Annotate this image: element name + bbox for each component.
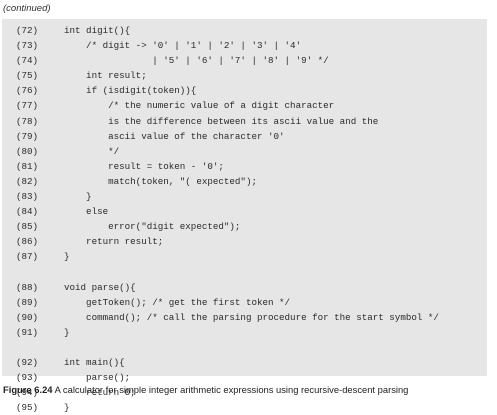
code-line: [16, 265, 439, 280]
code-text: /* the numeric value of a digit characte…: [64, 100, 335, 112]
code-line: (93) parse();: [16, 370, 439, 385]
line-number: (72): [16, 25, 39, 36]
code-text: getToken(); /* get the first token */: [64, 296, 291, 308]
figure-label: Figure 6.24: [3, 384, 53, 395]
code-text: }: [64, 326, 70, 338]
line-number: (95): [16, 402, 39, 414]
line-number: (75): [16, 70, 39, 82]
code-text: }: [64, 191, 92, 203]
code-line: (80) */: [16, 144, 439, 159]
line-number: (88): [16, 281, 39, 293]
code-text: int result;: [64, 70, 147, 82]
code-line: (72) int digit(){: [16, 23, 439, 38]
continued-label: (continued): [3, 3, 51, 14]
line-number: (84): [16, 206, 39, 218]
code-line: (84) else: [16, 204, 439, 219]
code-text: is the difference between its ascii valu…: [64, 115, 379, 127]
code-text: command(); /* call the parsing procedure…: [64, 311, 439, 323]
code-line: (86) return result;: [16, 234, 439, 249]
code-line: (91)}: [16, 325, 439, 340]
code-line: (76) if (isdigit(token)){: [16, 83, 439, 98]
line-number: (83): [16, 191, 39, 203]
line-number: (80): [16, 145, 39, 157]
code-text: int digit(){: [64, 25, 131, 36]
line-number: (89): [16, 296, 39, 308]
code-line: (94) return 0;: [16, 385, 439, 400]
code-text: error("digit expected");: [64, 221, 241, 233]
code-text: */: [64, 145, 120, 157]
line-number: (78): [16, 115, 39, 127]
line-number: (77): [16, 100, 39, 112]
code-line: (88) void parse(){: [16, 280, 439, 295]
code-text: ascii value of the character '0': [64, 130, 285, 142]
code-lines: (72) int digit(){ (73) /* digit -> '0' | '…: [16, 23, 439, 415]
code-text: return 0;: [64, 387, 136, 399]
line-number: (74): [16, 55, 39, 67]
code-line: (90) command(); /* call the parsing proc…: [16, 310, 439, 325]
code-line: (77) /* the numeric value of a digit cha…: [16, 98, 439, 113]
line-number: (92): [16, 357, 39, 369]
code-line: (78) is the difference between its ascii…: [16, 114, 439, 129]
code-text: result = token - '0';: [64, 160, 224, 172]
figure-caption: Figure 6.24 A calculator for simple inte…: [3, 384, 408, 395]
code-listing-panel: (72) int digit(){ (73) /* digit -> '0' | '…: [2, 19, 487, 413]
code-text: | '5' | '6' | '7' | '8' | '9' */: [64, 55, 329, 67]
code-line: (92) int main(){: [16, 355, 439, 370]
code-line: (95)}: [16, 400, 439, 415]
line-number: (87): [16, 251, 39, 263]
code-text: return result;: [64, 236, 164, 248]
code-line: (75) int result;: [16, 68, 439, 83]
code-line: (74) | '5' | '6' | '7' | '8' | '9' */: [16, 53, 439, 68]
code-text: }: [64, 251, 70, 263]
code-line: (82) match(token, "( expected");: [16, 174, 439, 189]
code-text: int main(){: [64, 357, 125, 369]
code-text: void parse(){: [64, 281, 136, 293]
line-number: (86): [16, 236, 39, 248]
line-number: (93): [16, 372, 39, 384]
code-text: /* digit -> '0' | '1' | '2' | '3' | '4': [64, 40, 302, 52]
code-text: else: [64, 206, 109, 218]
line-number: (82): [16, 175, 39, 187]
code-text: parse();: [64, 372, 131, 384]
code-line: (81) result = token - '0';: [16, 159, 439, 174]
line-number: (91): [16, 326, 39, 338]
code-text: }: [64, 402, 70, 414]
line-number: (81): [16, 160, 39, 172]
code-text: match(token, "( expected");: [64, 175, 257, 187]
line-number: (79): [16, 130, 39, 142]
code-line: (85) error("digit expected");: [16, 219, 439, 234]
code-line: (79) ascii value of the character '0': [16, 129, 439, 144]
line-number: (90): [16, 311, 39, 323]
code-text: if (isdigit(token)){: [64, 85, 197, 97]
code-line: (73) /* digit -> '0' | '1' | '2' | '3' |…: [16, 38, 439, 53]
code-line: [16, 340, 439, 355]
code-line: (89) getToken(); /* get the first token …: [16, 295, 439, 310]
figure-caption-text: A calculator for simple integer arithmet…: [52, 384, 409, 395]
code-line: (87)}: [16, 249, 439, 264]
code-line: (83) }: [16, 189, 439, 204]
line-number: (94): [16, 387, 39, 399]
line-number: (76): [16, 85, 39, 97]
line-number: (73): [16, 40, 39, 52]
line-number: (85): [16, 221, 39, 233]
